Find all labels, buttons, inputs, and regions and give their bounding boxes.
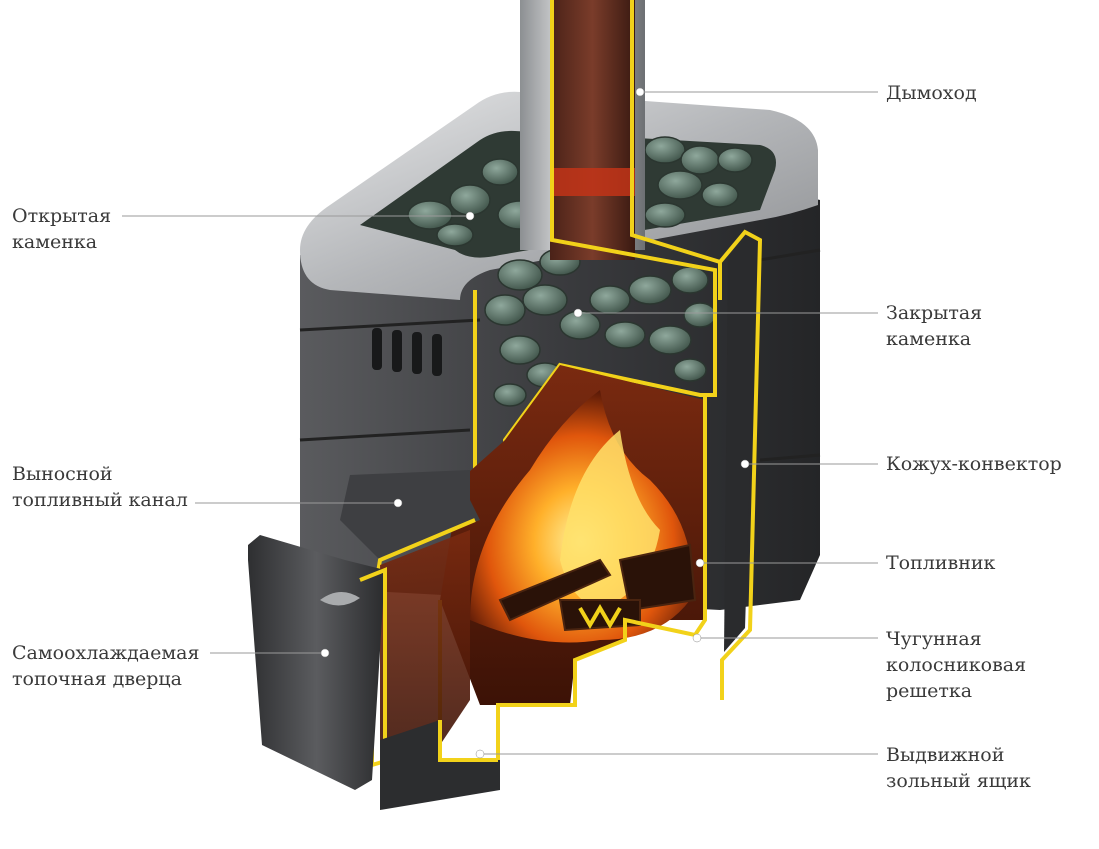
label-casing-convector: Кожух-конвектор — [886, 453, 1062, 475]
firebox-outline — [488, 395, 707, 792]
fire-door — [248, 535, 385, 790]
body-vents — [372, 328, 442, 376]
chimney-red-band — [550, 168, 635, 196]
fuel-channel-top — [340, 470, 480, 560]
label-cast-iron-grate: Чугунная колосниковая решетка — [886, 628, 1027, 702]
chimney-outline — [550, 0, 722, 300]
label-firebox: Топливник — [886, 552, 996, 574]
label-closed-heater: Закрытая каменка — [886, 302, 983, 350]
label-remote-fuel-channel: Выносной топливный канал — [12, 463, 188, 511]
grate — [578, 604, 622, 629]
casing-convector — [724, 236, 757, 652]
leader-lines — [122, 91, 878, 755]
door-handle — [320, 591, 360, 606]
leader-dots — [320, 87, 750, 759]
stones — [407, 136, 753, 407]
body-panel-lines — [299, 248, 821, 462]
label-open-heater: Открытая каменка — [12, 205, 112, 253]
casing-outline — [718, 229, 763, 700]
fuel-channel-inner — [380, 530, 470, 760]
ash-drawer — [380, 720, 500, 810]
label-self-cooling-door: Самоохлаждаемая топочная дверца — [12, 642, 200, 690]
logs — [498, 543, 697, 632]
label-ash-drawer: Выдвижной зольный ящик — [886, 744, 1031, 792]
chimney-pipe-inner — [550, 0, 635, 260]
label-chimney: Дымоход — [886, 82, 977, 104]
door-edge — [359, 567, 387, 775]
ash-drawer-outline — [438, 720, 498, 762]
